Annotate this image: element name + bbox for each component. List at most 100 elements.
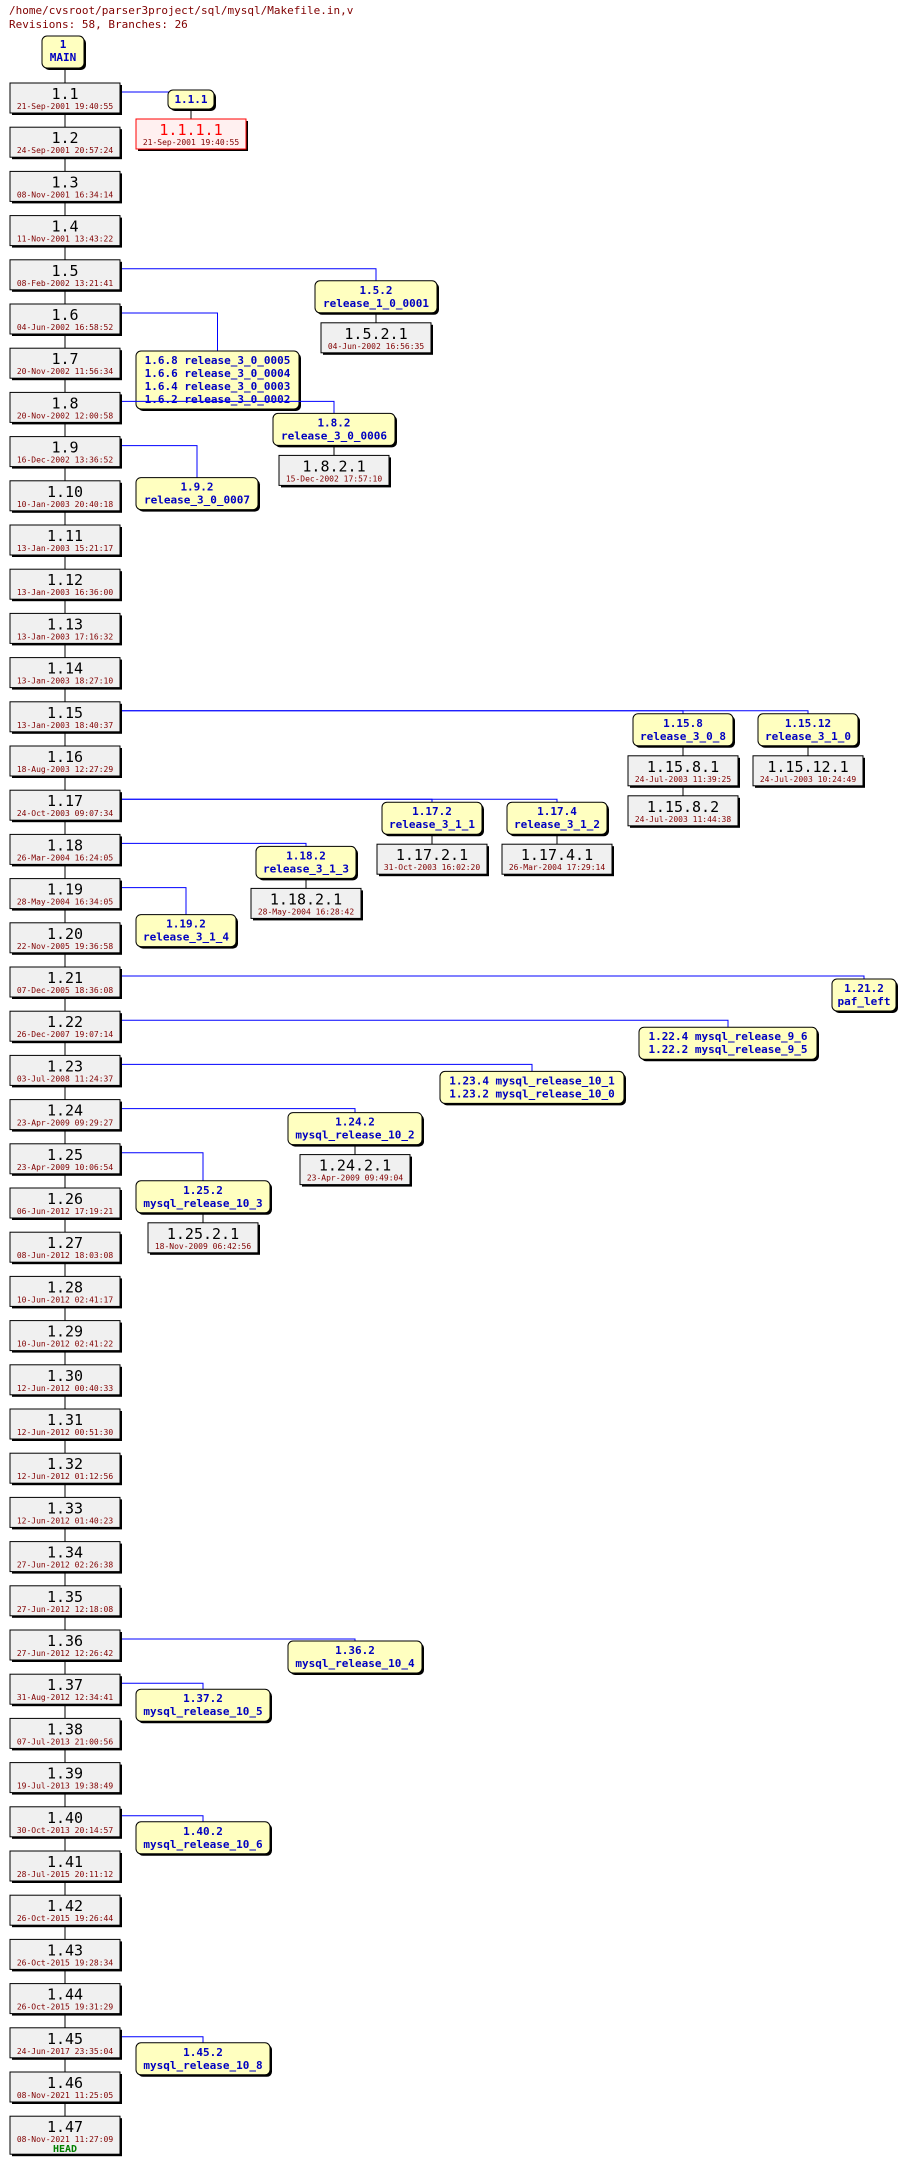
revision-node[interactable]: 1.308-Nov-2001 16:34:14: [9, 170, 122, 204]
branch-connector: [120, 1815, 204, 1822]
revision-node[interactable]: 1.24.2.123-Apr-2009 09:49:04: [299, 1154, 412, 1187]
node-box: [501, 843, 613, 875]
revision-node[interactable]: 1.8.2.115-Dec-2002 17:57:10: [278, 454, 391, 488]
revision-number: 1.27: [47, 1234, 83, 1252]
revision-node[interactable]: 1.17.4.126-Mar-2004 17:29:14: [501, 843, 614, 877]
revision-number: 1.8.2.1: [302, 457, 365, 475]
revision-date: 23-Apr-2009 09:29:27: [17, 1119, 114, 1128]
node-box: [9, 2027, 121, 2059]
node-box: [9, 1983, 121, 2015]
revision-node[interactable]: 1.916-Dec-2002 13:36:52: [9, 436, 122, 469]
branch-tag-label: release_3_1_4: [143, 931, 229, 944]
branch-tag-label: 1.15.12: [785, 717, 831, 730]
branch-tag[interactable]: 1.22.4 mysql_release_9_61.22.2 mysql_rel…: [638, 1026, 819, 1062]
revision-date: 20-Nov-2002 12:00:58: [17, 411, 114, 420]
branch-tag[interactable]: 1.1.1: [167, 89, 216, 111]
revision-node[interactable]: 1.820-Nov-2002 12:00:58: [9, 391, 122, 425]
branch-tag-label: release_3_1_0: [765, 730, 851, 743]
revision-node[interactable]: 1.15.8.124-Jul-2003 11:39:25: [627, 755, 740, 788]
revision-node[interactable]: 1.720-Nov-2002 11:56:34: [9, 347, 122, 381]
revision-node[interactable]: 1.18.2.128-May-2004 16:28:42: [250, 887, 363, 921]
revision-node[interactable]: 1.411-Nov-2001 13:43:22: [9, 215, 122, 248]
revision-node[interactable]: 1.508-Feb-2002 13:21:41: [9, 259, 122, 292]
revision-node[interactable]: 1.1.1.121-Sep-2001 19:40:55: [135, 118, 248, 151]
revision-number: 1.17: [47, 792, 83, 810]
tag-box: [135, 1821, 271, 1855]
revision-number: 1.41: [47, 1853, 83, 1871]
revision-node[interactable]: 1.15.8.224-Jul-2003 11:44:38: [627, 795, 740, 828]
head-tag: HEAD: [53, 2144, 77, 2155]
revision-node[interactable]: 1.121-Sep-2001 19:40:55: [9, 82, 122, 115]
revision-node[interactable]: 1.224-Sep-2001 20:57:24: [9, 126, 122, 160]
branch-tag[interactable]: 1.23.4 mysql_release_10_11.23.2 mysql_re…: [439, 1070, 626, 1106]
revision-node[interactable]: 1.17.2.131-Oct-2003 16:02:20: [376, 843, 489, 877]
revision-node[interactable]: 1.15.12.124-Jul-2003 10:24:49: [752, 755, 865, 788]
revision-node[interactable]: 1.5.2.104-Jun-2002 16:56:35: [320, 322, 433, 355]
branch-tag-label: 1.23.2 mysql_release_10_0: [449, 1087, 615, 1100]
revision-date: 08-Feb-2002 13:21:41: [17, 279, 114, 288]
revision-number: 1.4: [51, 218, 78, 236]
revision-node[interactable]: 1.25.2.118-Nov-2009 06:42:56: [147, 1222, 260, 1255]
branch-tag-label: release_3_1_1: [389, 818, 475, 831]
revision-number: 1.14: [47, 660, 83, 678]
revision-node[interactable]: 1.604-Jun-2002 16:58:52: [9, 303, 122, 336]
revision-date: 19-Jul-2013 19:38:49: [17, 1782, 114, 1791]
